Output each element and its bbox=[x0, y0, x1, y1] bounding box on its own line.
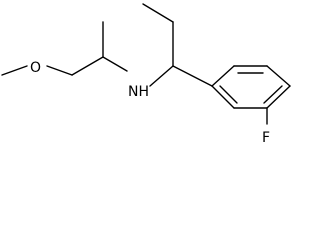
ring-bond bbox=[266, 65, 291, 87]
nitrogen-atom-label: NH bbox=[128, 84, 149, 100]
ring-bond bbox=[211, 65, 235, 87]
bond-methine-nitrogen bbox=[102, 56, 128, 72]
benzene-ring bbox=[211, 65, 291, 109]
bond-methylene-methine bbox=[71, 56, 104, 76]
ring-double-bond bbox=[219, 85, 238, 104]
bond-benzylic-ring bbox=[172, 65, 213, 87]
ring-double-bond bbox=[263, 85, 283, 104]
structure-diagram: O NH F bbox=[1, 3, 291, 146]
ring-bond bbox=[266, 85, 291, 109]
oxygen-atom-label: O bbox=[30, 60, 41, 76]
bond-oxygen-methylene bbox=[46, 65, 73, 76]
bond-methyl-oxygen bbox=[1, 65, 28, 76]
fluorine-atom-label: F bbox=[262, 130, 270, 146]
ring-bond bbox=[211, 85, 235, 109]
bond-nitrogen-benzylic bbox=[149, 65, 174, 87]
bond-ethyl-methyl bbox=[142, 3, 174, 23]
